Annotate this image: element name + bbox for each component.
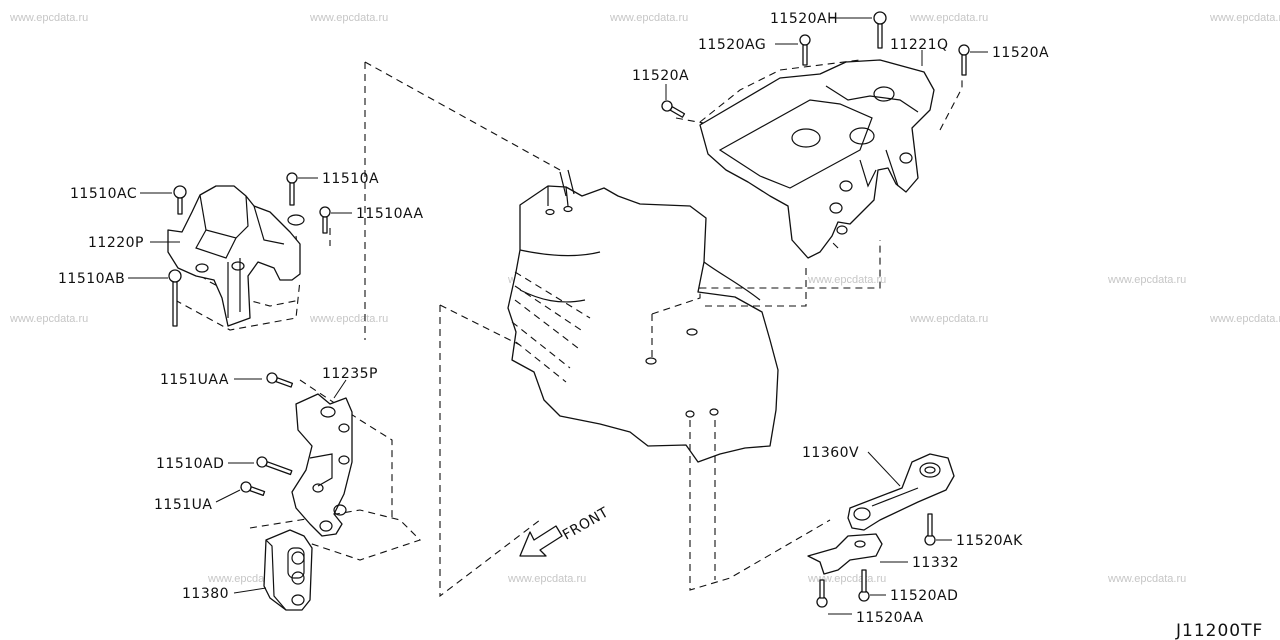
label-11520AD: 11520AD <box>890 588 958 604</box>
torque-rod <box>847 453 955 531</box>
leader-lines <box>128 17 988 615</box>
watermark: www.epcdata.ru <box>909 12 988 24</box>
bolt-11520A-left <box>661 100 686 118</box>
label-11332: 11332 <box>912 555 959 571</box>
bolt-11520AH <box>873 11 887 49</box>
torque-rod-bracket <box>291 393 353 537</box>
front-arrow: FRONT <box>519 504 612 557</box>
diagram-code: J11200TF <box>1175 621 1263 640</box>
bolt-11520AK <box>924 513 936 546</box>
bolt-11520AA <box>816 579 828 608</box>
label-11380: 11380 <box>182 586 229 602</box>
watermark: www.epcdata.ru <box>807 573 886 585</box>
bolt-11520AD <box>858 569 870 602</box>
watermark: www.epcdata.ru <box>1209 12 1280 24</box>
right-engine-mount <box>699 59 935 259</box>
bolt-11510AC <box>173 185 187 215</box>
label-11510A: 11510A <box>322 171 379 187</box>
bolt-11520AG <box>799 34 811 66</box>
rear-mount-insulator <box>263 529 313 611</box>
label-11520AH: 11520AH <box>770 11 838 27</box>
watermark: www.epcdata.ru <box>507 573 586 585</box>
watermark: www.epcdata.ru <box>9 313 88 325</box>
label-1151UAA: 1151UAA <box>160 372 229 388</box>
watermark: www.epcdata.ru <box>9 12 88 24</box>
bolt-11510AB <box>168 269 182 327</box>
bolt-11510AA <box>319 206 331 234</box>
label-1151UA: 1151UA <box>154 497 212 513</box>
bolts <box>168 11 970 608</box>
bolt-1151UAA <box>266 372 294 388</box>
part-labels: 11520AH 11520AG 11221Q 11520A 11520A 115… <box>58 11 1049 626</box>
torque-rod-plate <box>807 533 883 575</box>
label-11235P: 11235P <box>322 366 378 382</box>
label-11520AG: 11520AG <box>698 37 766 53</box>
watermark: www.epcdata.ru <box>1209 313 1280 325</box>
front-label: FRONT <box>560 504 612 543</box>
bolt-11520A-right <box>958 44 970 76</box>
label-11520AA: 11520AA <box>856 610 924 626</box>
watermark: www.epcdata.ru <box>309 313 388 325</box>
label-11510AA: 11510AA <box>356 206 424 222</box>
label-11510AD: 11510AD <box>156 456 224 472</box>
bolt-11510AD <box>256 456 293 476</box>
engine-block <box>507 169 779 463</box>
watermark: www.epcdata.ru <box>609 12 688 24</box>
label-11221Q: 11221Q <box>890 37 949 53</box>
label-11360V: 11360V <box>802 445 859 461</box>
watermark: www.epcdata.ru <box>309 12 388 24</box>
bolt-11510A <box>286 172 298 206</box>
label-11510AB: 11510AB <box>58 271 125 287</box>
watermark: www.epcdata.ru <box>909 313 988 325</box>
watermark: www.epcdata.ru <box>807 274 886 286</box>
label-11520AK: 11520AK <box>956 533 1023 549</box>
label-11220P: 11220P <box>88 235 144 251</box>
label-11520A-right: 11520A <box>992 45 1049 61</box>
label-11510AC: 11510AC <box>70 186 137 202</box>
left-engine-mount <box>167 185 305 327</box>
label-11520A-left: 11520A <box>632 68 689 84</box>
watermark: www.epcdata.ru <box>1107 573 1186 585</box>
watermark: www.epcdata.ru <box>1107 274 1186 286</box>
bolt-1151UA <box>240 481 266 497</box>
